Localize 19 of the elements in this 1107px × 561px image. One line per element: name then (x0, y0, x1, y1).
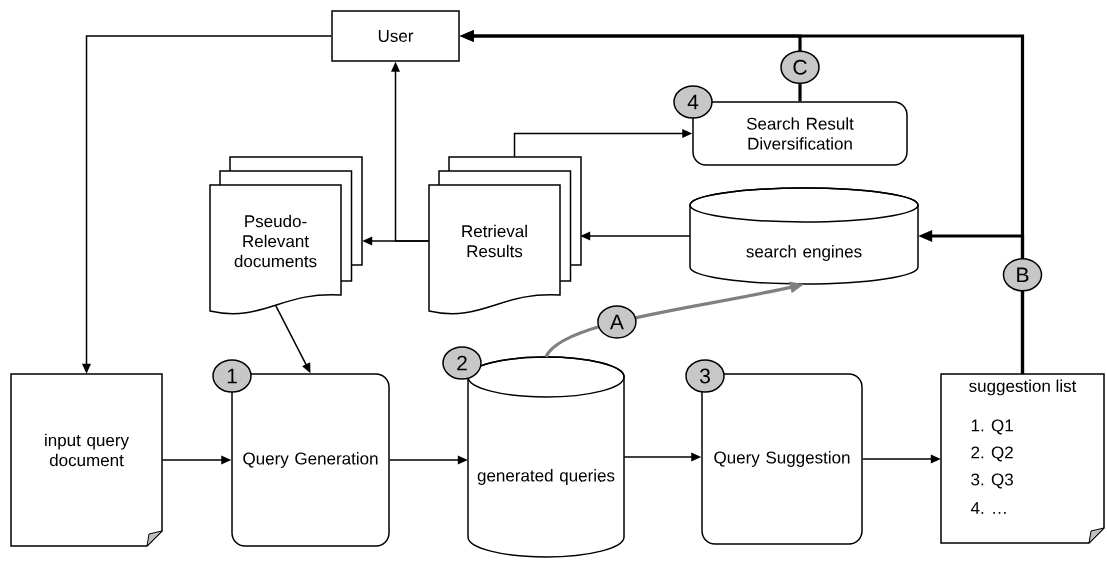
database-cylinder: search engines (689, 187, 919, 285)
arrow (82, 35, 332, 374)
arrow (513, 129, 693, 158)
number-badge: 2 (442, 346, 482, 380)
arrow (389, 455, 468, 465)
arrow (391, 61, 430, 242)
arrow (161, 455, 232, 465)
arrow (274, 304, 311, 374)
arrow (623, 452, 702, 462)
arrow (580, 231, 691, 241)
document-stack: Pseudo-Relevant documents (209, 156, 363, 315)
edge-label: A (597, 305, 637, 339)
database-cylinder: generated queries (467, 356, 625, 558)
document-stack: Retrieval Results (428, 156, 582, 315)
number-badge: 3 (685, 359, 725, 393)
edge-label: B (1002, 258, 1043, 292)
actor-box: User (331, 10, 460, 62)
edge-label: C (780, 50, 820, 84)
arrow (862, 454, 941, 464)
